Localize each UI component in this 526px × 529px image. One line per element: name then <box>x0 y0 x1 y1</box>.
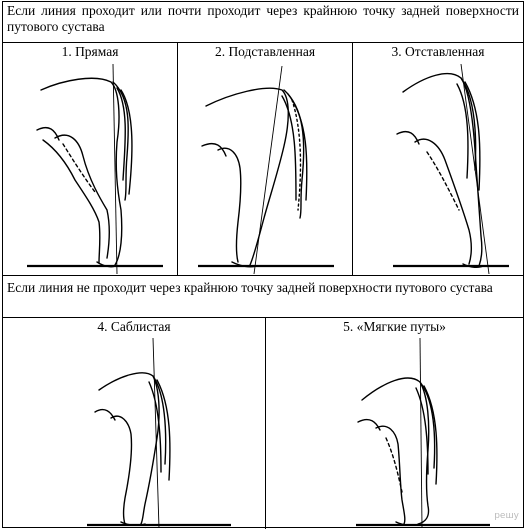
row-divider-1 <box>3 42 523 43</box>
label-soft-pastern: 5. «Мягкие путы» <box>266 319 523 335</box>
label-sickle: 4. Саблистая <box>3 319 265 335</box>
caption-line-not-through-fetlock: Если линия не проходит через крайнюю точ… <box>7 280 519 296</box>
figure-straight-leg <box>3 60 177 275</box>
label-straight: 1. Прямая <box>3 44 177 60</box>
label-under: 2. Подставленная <box>178 44 352 60</box>
caption-line-through-fetlock: Если линия проходит или почти проходит ч… <box>7 3 519 35</box>
row-divider-2 <box>3 275 523 276</box>
watermark-logo: решу <box>494 511 519 521</box>
figure-under-leg <box>178 60 352 275</box>
figure-sickle-leg <box>3 334 265 528</box>
row-divider-3 <box>3 317 523 318</box>
figure-soft-pastern-leg <box>266 334 523 528</box>
figure-camped-leg <box>353 60 523 275</box>
label-camped: 3. Отставленная <box>353 44 523 60</box>
